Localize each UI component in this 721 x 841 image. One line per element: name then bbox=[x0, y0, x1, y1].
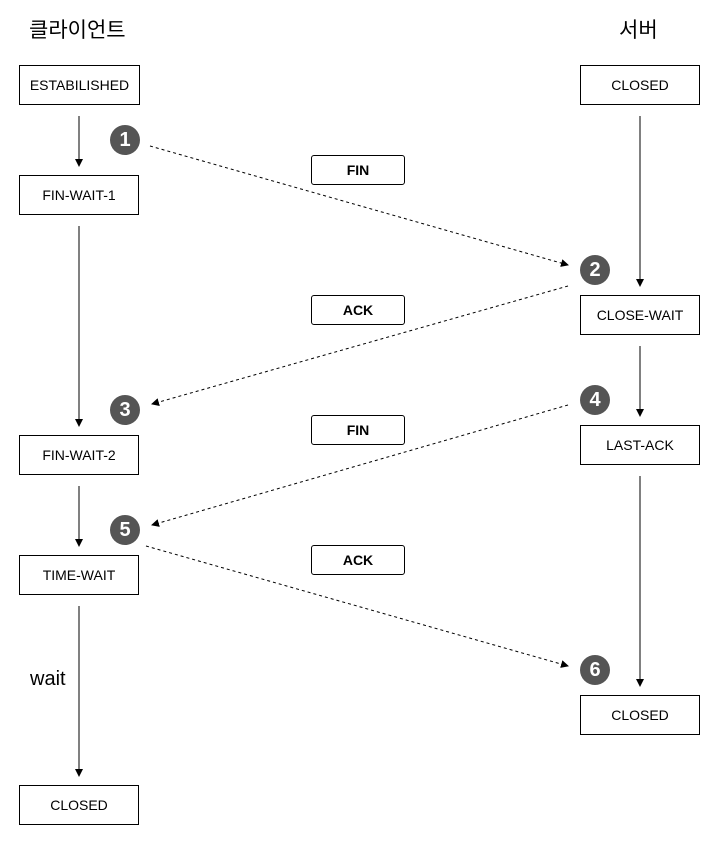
step-badge-2: 2 bbox=[580, 255, 610, 285]
ack-message-arrow bbox=[151, 285, 569, 406]
message-label-ack: ACK bbox=[311, 295, 405, 325]
server-state-closed-initial: CLOSED bbox=[580, 65, 700, 105]
server-state-closed-final: CLOSED bbox=[580, 695, 700, 735]
fin-message-arrow bbox=[149, 145, 569, 267]
client-state-established: ESTABILISHED bbox=[19, 65, 140, 105]
step-badge-4: 4 bbox=[580, 385, 610, 415]
server-state-last-ack: LAST-ACK bbox=[580, 425, 700, 465]
client-state-time-wait: TIME-WAIT bbox=[19, 555, 139, 595]
server-header: 서버 bbox=[619, 18, 658, 42]
wait-label: wait bbox=[30, 668, 66, 690]
client-state-fin-wait-1: FIN-WAIT-1 bbox=[19, 175, 139, 215]
client-header: 클라이언트 bbox=[29, 18, 126, 42]
step-badge-5: 5 bbox=[110, 515, 140, 545]
step-badge-3: 3 bbox=[110, 395, 140, 425]
message-label-ack: ACK bbox=[311, 545, 405, 575]
client-state-closed: CLOSED bbox=[19, 785, 139, 825]
ack-message-arrow bbox=[145, 545, 569, 668]
step-badge-1: 1 bbox=[110, 125, 140, 155]
step-badge-6: 6 bbox=[580, 655, 610, 685]
fin-message-arrow bbox=[151, 404, 569, 527]
server-state-close-wait: CLOSE-WAIT bbox=[580, 295, 700, 335]
client-state-fin-wait-2: FIN-WAIT-2 bbox=[19, 435, 139, 475]
message-label-fin: FIN bbox=[311, 155, 405, 185]
message-label-fin: FIN bbox=[311, 415, 405, 445]
